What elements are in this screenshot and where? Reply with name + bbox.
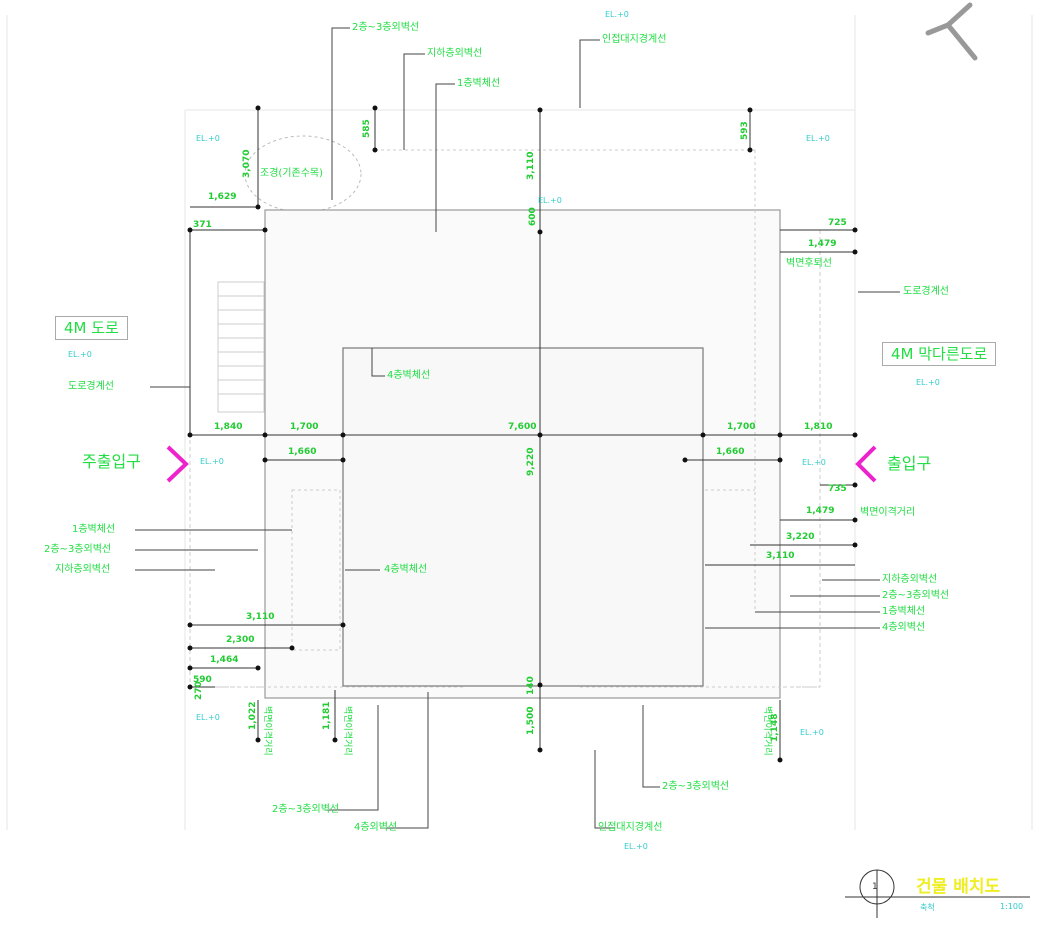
dim-9220: 9,220 [526,447,536,476]
elevation-marker: EL.+0 [68,350,92,359]
label-top-floor1: 1층벽체선 [457,78,501,89]
label-top-adjacent: 인접대지경계선 [602,34,667,45]
label-floor4-wall: 4층벽체선 [387,370,431,381]
main-entrance-arrow [166,445,189,483]
dim-1700-left: 1,700 [290,422,319,432]
elevation-marker: EL.+0 [624,842,648,851]
dim-593: 593 [740,121,750,140]
dim-1022: 1,022 [248,701,258,730]
dim-1479-bottom: 1,479 [806,506,835,516]
dim-3110-right: 3,110 [766,551,795,561]
stairs [217,281,265,413]
label-floor1-left: 1층벽체선 [72,524,116,535]
dim-2300: 2,300 [226,635,255,645]
elevation-marker: EL.+0 [916,378,940,387]
road-left-label: 4M 도로 [55,316,128,340]
elevation-marker: EL.+0 [605,10,629,19]
label-tree: 조경(기존수목) [260,168,324,179]
label-floor1-right: 1층벽체선 [882,606,926,617]
dim-7600: 7,600 [508,422,537,432]
dim-1464: 1,464 [210,655,239,665]
scale-label: 축척 [920,903,935,912]
north-arrow-icon [925,2,978,61]
label-top-floor23: 2층~3층외벽선 [352,22,420,33]
dim-735: 735 [828,484,847,494]
label-top-basement: 지하층외벽선 [427,48,483,59]
dashed-wall-lines [190,149,820,688]
label-setback-right-2: 벽면이격거리 [860,507,916,518]
label-bottom-floor23-right: 2층~3층외벽선 [662,781,730,792]
label-floor23-left: 2층~3층외벽선 [44,544,112,555]
dim-590: 590 [193,675,212,685]
dimension-lines [189,108,855,760]
label-basement-left: 지하층외벽선 [55,564,111,575]
title-number: 1 [872,882,878,892]
tree-circle [244,135,362,213]
sub-entrance-label: 출입구 [887,454,932,473]
dim-3110-vertical: 3,110 [526,151,536,180]
elevation-marker: EL.+0 [538,196,562,205]
dim-371: 371 [193,220,212,230]
dim-3220: 3,220 [786,532,815,542]
label-bottom-floor4: 4층외벽선 [354,822,398,833]
elevation-marker: EL.+0 [196,713,220,722]
label-bottom-setback-2: 벽면이격거리 [342,706,352,756]
fourth-floor-outline [342,347,704,687]
dim-270: 270 [194,681,204,700]
dim-1700-right: 1,700 [727,422,756,432]
label-floor4-wall-b: 4층벽체선 [384,564,428,575]
road-right-label: 4M 막다른도로 [882,342,997,366]
main-entrance-label: 주출입구 [82,452,141,471]
elevation-marker: EL.+0 [806,134,830,143]
scale-value: 1:100 [1000,902,1024,911]
dim-1148: 1,148 [770,713,780,742]
dim-1479-top: 1,479 [808,239,837,249]
dim-1181: 1,181 [322,701,332,730]
sub-entrance-arrow [855,445,877,483]
label-floor4-right: 4층외벽선 [882,622,926,633]
dim-3070: 3,070 [242,149,252,178]
label-bottom-floor23: 2층~3층외벽선 [272,804,340,815]
dim-1810: 1,810 [804,422,833,432]
dim-600: 600 [528,207,538,226]
dimension-dots [187,105,858,763]
dim-1840: 1,840 [214,422,243,432]
leader-lines [135,27,900,829]
label-basement-right: 지하층외벽선 [882,574,938,585]
label-floor23-right: 2층~3층외벽선 [882,590,950,601]
label-road-boundary-left: 도로경계선 [68,381,114,392]
label-bottom-setback-1: 벽면이격거리 [262,706,272,756]
dim-3110-left: 3,110 [246,612,275,622]
elevation-marker: EL.+0 [800,728,824,737]
label-road-boundary-right: 도로경계선 [903,286,949,297]
dim-140: 140 [526,676,536,695]
dim-1629: 1,629 [208,192,237,202]
dim-585: 585 [362,119,372,138]
label-setback-right: 벽면후퇴선 [786,258,832,269]
elevation-marker: EL.+0 [196,134,220,143]
elevation-marker: EL.+0 [802,458,826,467]
dim-1660-right: 1,660 [716,447,745,457]
elevation-marker: EL.+0 [200,457,224,466]
label-bottom-adjacent: 인접대지경계선 [598,822,663,833]
dim-725: 725 [828,218,847,228]
background-grid [6,15,1033,830]
dim-1660-left: 1,660 [288,447,317,457]
drawing-title: 건물 배치도 [916,877,1001,897]
dim-1500: 1,500 [526,706,536,735]
